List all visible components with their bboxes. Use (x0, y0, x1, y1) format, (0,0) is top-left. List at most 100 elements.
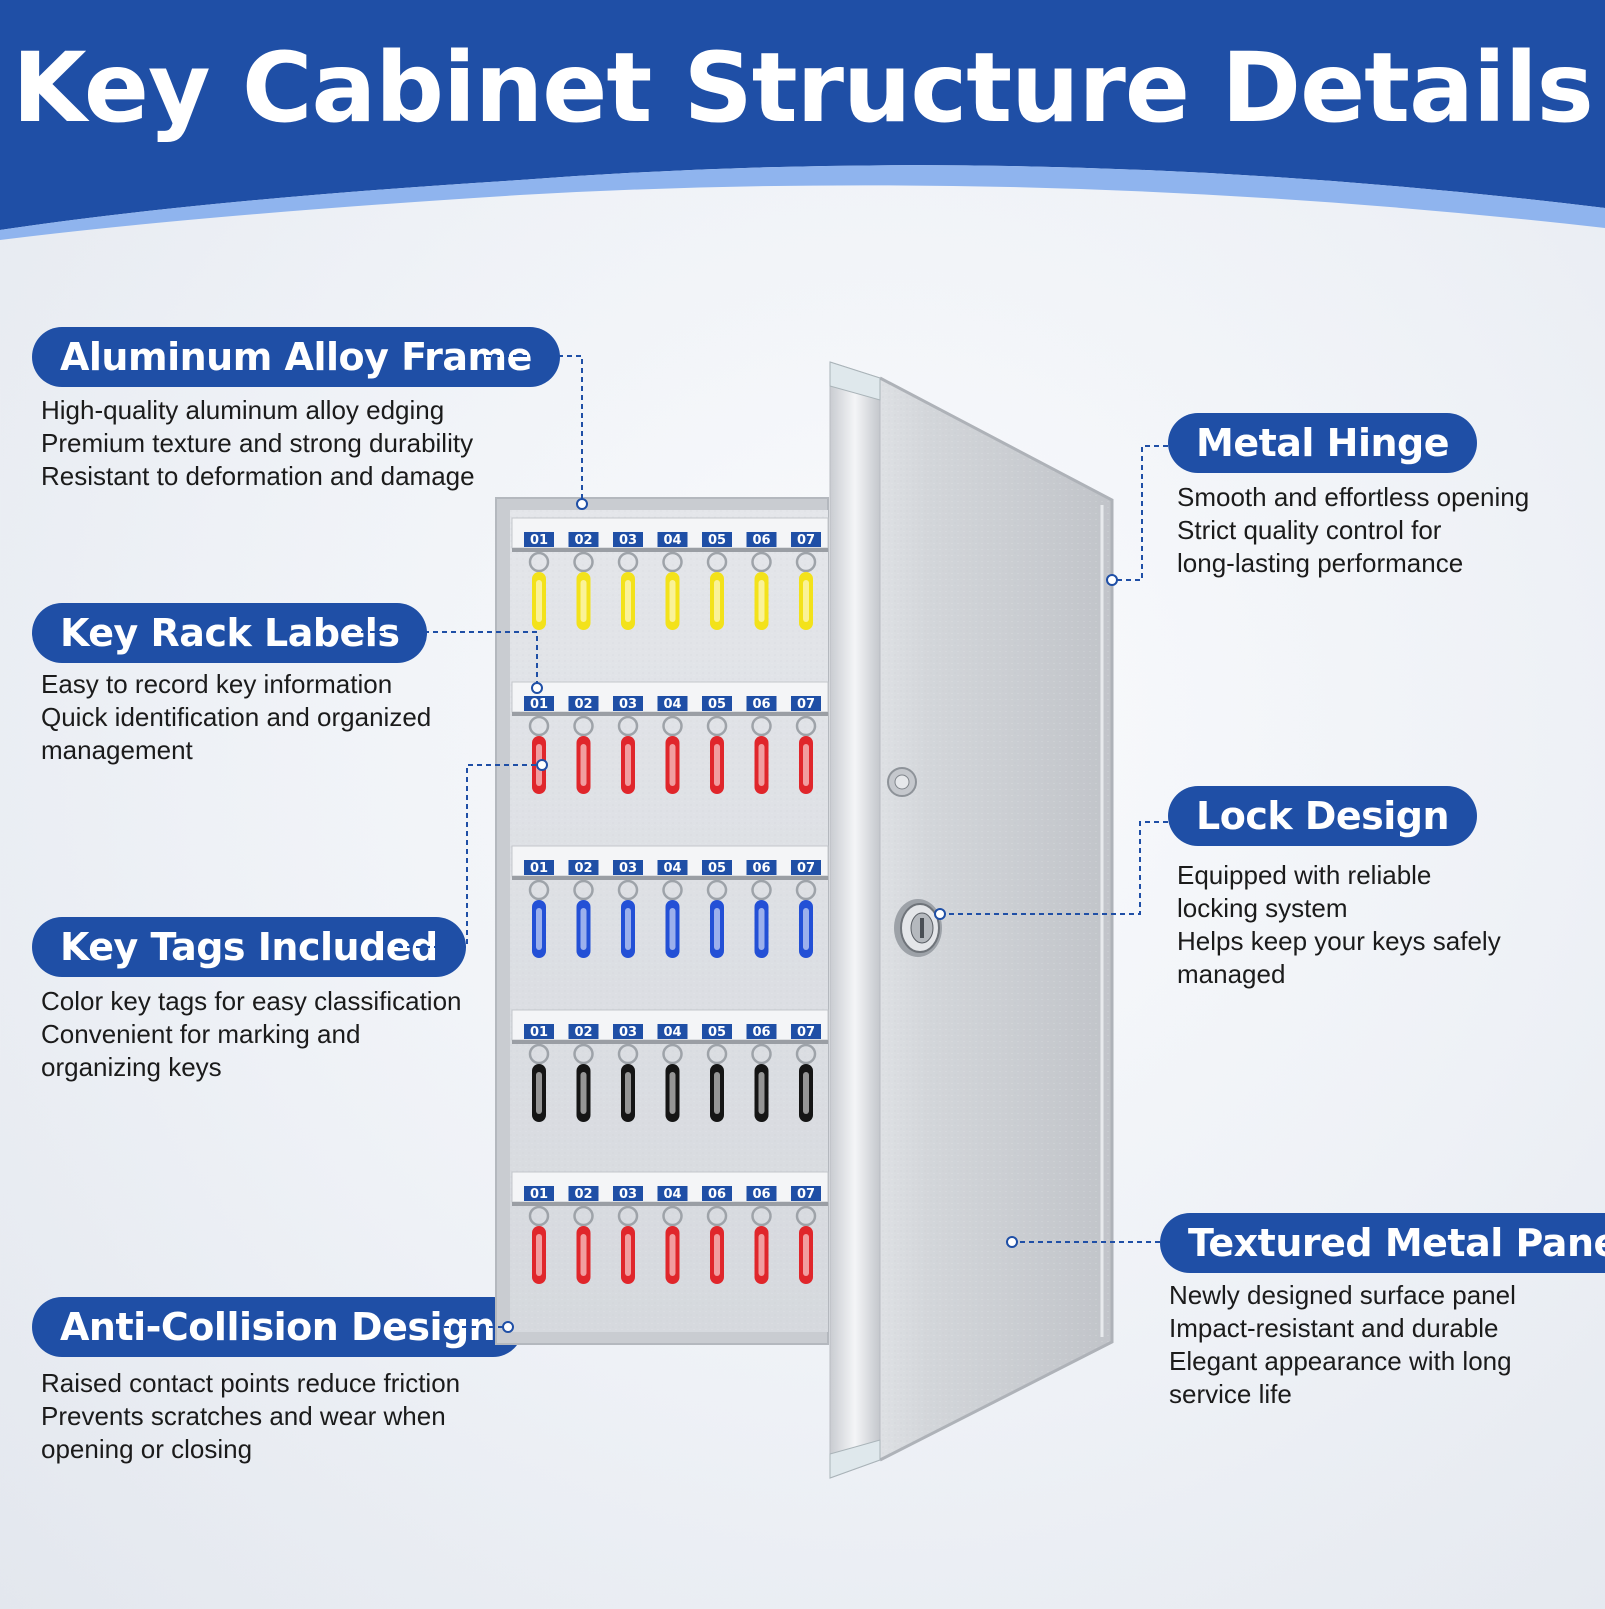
rack-label-number: 01 (530, 533, 548, 548)
door-edge (829, 361, 881, 1479)
label-lock-design: Lock Design (1168, 786, 1478, 846)
rack-label-tag (657, 860, 688, 875)
rack-label-number: 04 (663, 697, 681, 712)
rack-label-number: 06 (708, 1187, 726, 1202)
header-banner: Key Cabinet Structure Details (0, 0, 1605, 240)
desc-line: managed (1177, 959, 1286, 989)
label-key-tags-included: Key Tags Included (32, 917, 466, 977)
rack-label-number: 02 (574, 533, 592, 548)
rack-label-number: 06 (752, 1025, 770, 1040)
rack-label-number: 06 (752, 861, 770, 876)
rack-label-tag (568, 1024, 599, 1039)
desc-line: Quick identification and organized (41, 702, 432, 732)
rack-label-number: 03 (619, 1187, 637, 1202)
desc-anti-collision-design: Raised contact points reduce friction Pr… (41, 1367, 460, 1466)
rack-label-tag (524, 696, 554, 711)
rack-label-tag (791, 1186, 821, 1201)
rack-label-number: 01 (530, 861, 548, 876)
rack-label-number: 04 (663, 861, 681, 876)
rack-label-number: 06 (752, 697, 770, 712)
rack-label-tag (657, 1024, 688, 1039)
key-rack-rows: 01 02 03 04 05 06 07 01 02 03 04 05 06 07 01 02 03 04 05 06… (511, 517, 829, 1284)
desc-line: Convenient for marking and (41, 1019, 361, 1049)
rack-label-number: 03 (619, 697, 637, 712)
desc-line: service life (1169, 1379, 1292, 1409)
desc-line: High-quality aluminum alloy edging (41, 395, 445, 425)
desc-line: locking system (1177, 893, 1348, 923)
rack-label-number: 07 (797, 861, 815, 876)
desc-line: opening or closing (41, 1434, 253, 1464)
rack-label-number: 06 (752, 1187, 770, 1202)
rack-label-number: 03 (619, 861, 637, 876)
rack-label-tag (702, 1024, 732, 1039)
rack-label-tag (746, 696, 777, 711)
rack-label-number: 06 (752, 533, 770, 548)
rack-label-tag (657, 532, 688, 547)
desc-line: organizing keys (41, 1052, 222, 1082)
desc-key-tags-included: Color key tags for easy classification C… (41, 985, 462, 1084)
rack-label-number: 01 (530, 697, 548, 712)
desc-line: Resistant to deformation and damage (41, 461, 475, 491)
rack-label-number: 01 (530, 1025, 548, 1040)
rack-label-tag (702, 696, 732, 711)
rack-label-number: 05 (708, 533, 726, 548)
rack-label-tag (657, 1186, 688, 1201)
rack-label-tag (746, 532, 777, 547)
door-knob (887, 767, 917, 797)
rack-label-number: 07 (797, 697, 815, 712)
key-rack-row: 01 02 03 04 06 06 07 (511, 1171, 829, 1284)
desc-line: Raised contact points reduce friction (41, 1368, 461, 1398)
rack-label-tag (524, 1186, 554, 1201)
rack-label-tag (791, 1024, 821, 1039)
rack-label-number: 03 (619, 533, 637, 548)
desc-line: Easy to record key information (41, 669, 393, 699)
desc-textured-metal-panel: Newly designed surface panel Impact-resi… (1169, 1279, 1516, 1411)
desc-aluminum-alloy-frame: High-quality aluminum alloy edging Premi… (41, 394, 475, 493)
rack-label-number: 04 (663, 533, 681, 548)
rack-label-tag (702, 860, 732, 875)
desc-lock-design: Equipped with reliable locking system He… (1177, 859, 1501, 991)
desc-line: long-lasting performance (1177, 548, 1464, 578)
desc-line: Equipped with reliable (1177, 860, 1432, 890)
desc-line: Elegant appearance with long (1169, 1346, 1512, 1376)
rack-label-tag (524, 1024, 554, 1039)
desc-metal-hinge: Smooth and effortless opening Strict qua… (1177, 481, 1529, 580)
header-background (0, 0, 1605, 240)
rack-label-tag (791, 860, 821, 875)
rack-label-tag (746, 860, 777, 875)
label-aluminum-alloy-frame: Aluminum Alloy Frame (32, 327, 560, 387)
cylinder-lock (894, 899, 942, 957)
rack-label-tag (791, 532, 821, 547)
rack-label-tag (613, 1024, 643, 1039)
rack-label-tag (613, 1186, 643, 1201)
rack-label-number: 04 (663, 1025, 681, 1040)
rack-label-tag (568, 1186, 599, 1201)
desc-line: Impact-resistant and durable (1169, 1313, 1499, 1343)
page-title: Key Cabinet Structure Details (12, 32, 1594, 144)
desc-line: management (41, 735, 193, 765)
rack-label-tag (613, 860, 643, 875)
rack-label-tag (568, 860, 599, 875)
rack-label-number: 02 (574, 1187, 592, 1202)
rack-label-tag (613, 532, 643, 547)
rack-label-tag (613, 696, 643, 711)
desc-line: Newly designed surface panel (1169, 1280, 1516, 1310)
rack-label-number: 05 (708, 861, 726, 876)
desc-key-rack-labels: Easy to record key information Quick ide… (41, 668, 431, 767)
rack-label-tag (791, 696, 821, 711)
rack-label-number: 05 (708, 697, 726, 712)
rack-label-tag (524, 532, 554, 547)
rack-label-number: 01 (530, 1187, 548, 1202)
desc-line: Color key tags for easy classification (41, 986, 462, 1016)
rack-label-number: 07 (797, 1187, 815, 1202)
label-metal-hinge: Metal Hinge (1168, 413, 1478, 473)
rack-label-number: 05 (708, 1025, 726, 1040)
rack-label-tag (568, 532, 599, 547)
rack-label-number: 02 (574, 697, 592, 712)
rack-label-tag (746, 1186, 777, 1201)
rack-label-number: 04 (663, 1187, 681, 1202)
desc-line: Strict quality control for (1177, 515, 1442, 545)
